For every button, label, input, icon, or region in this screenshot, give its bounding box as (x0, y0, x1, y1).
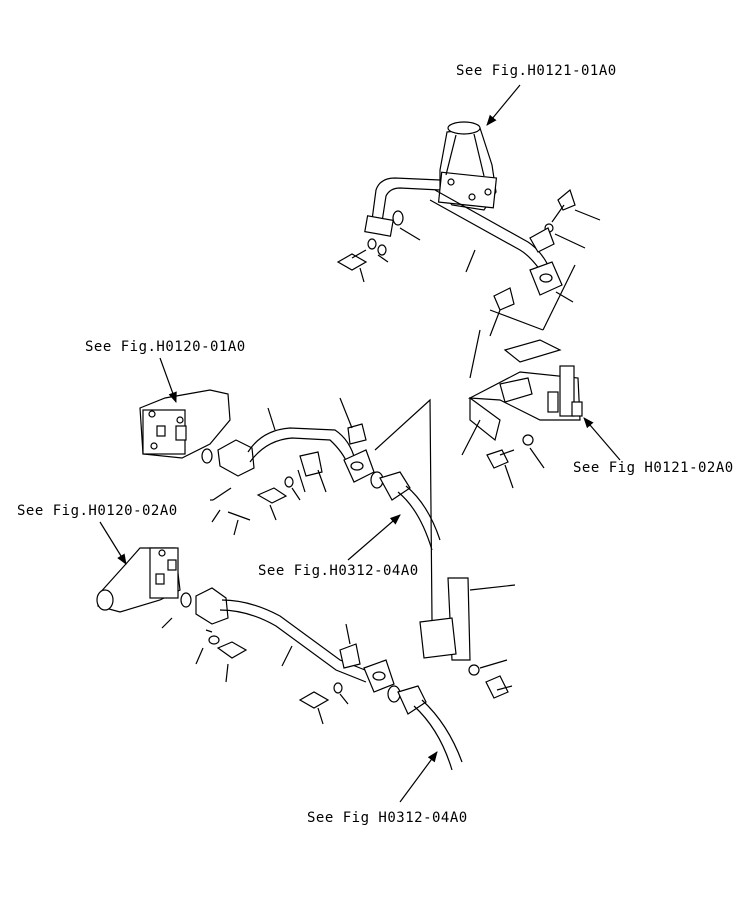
middle-valve-block (139, 389, 231, 464)
callout-h0121-02a0[interactable]: See Fig H0121-02A0 (573, 460, 734, 476)
right-bracket-assembly (467, 329, 583, 469)
leader-arrow-h0312-04a0-upper (347, 514, 401, 561)
upper-bolts (336, 188, 576, 311)
lower-leader-lines (161, 617, 351, 725)
leader-arrow-h0120-01a0 (159, 357, 177, 404)
lower-valve-block (96, 547, 192, 613)
callout-h0312-04a0-lower[interactable]: See Fig H0312-04A0 (307, 810, 468, 826)
lower-tube (195, 587, 463, 771)
lower-right-bracket (419, 577, 516, 699)
callout-h0121-01a0[interactable]: See Fig.H0121-01A0 (456, 63, 617, 79)
callout-h0120-01a0[interactable]: See Fig.H0120-01A0 (85, 339, 246, 355)
callout-h0312-04a0-upper[interactable]: See Fig.H0312-04A0 (258, 563, 419, 579)
right-leader-lines (461, 419, 545, 489)
leader-arrow-h0312-04a0-lower (399, 751, 438, 803)
upper-valve-housing (437, 121, 498, 211)
leader-arrow-h0121-01a0 (486, 84, 521, 126)
callout-h0120-02a0[interactable]: See Fig.H0120-02A0 (17, 503, 178, 519)
middle-leader-lines (210, 397, 353, 536)
leader-arrow-h0121-02a0 (583, 417, 621, 461)
leader-arrow-h0120-02a0 (99, 521, 127, 565)
upper-leader-lines (359, 209, 601, 337)
connection-line (374, 398, 433, 621)
middle-tube (217, 423, 441, 551)
